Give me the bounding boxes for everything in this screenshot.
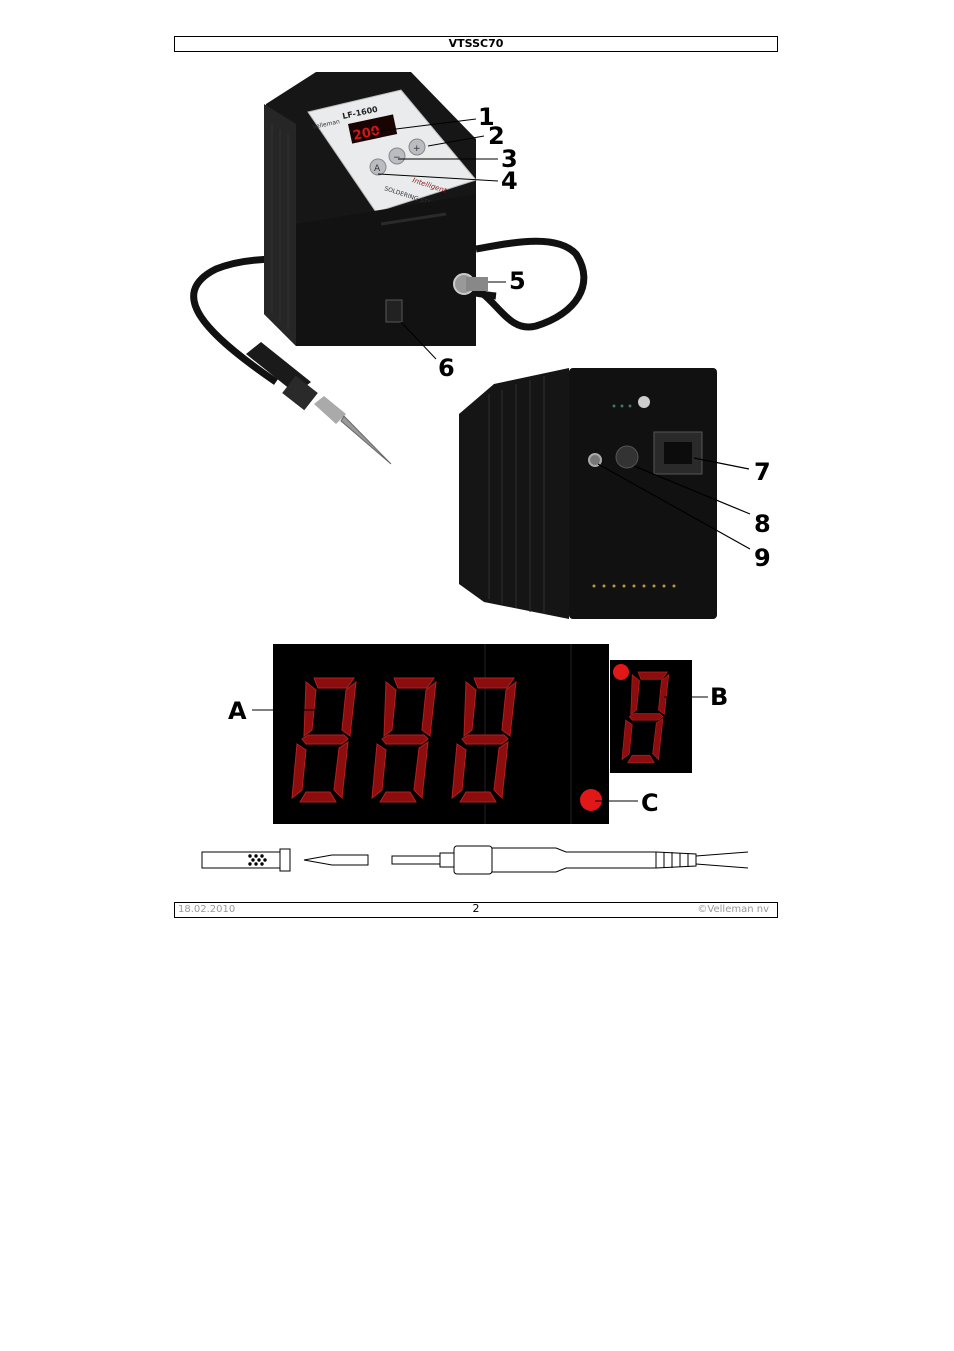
- front-station-figure: Velleman LF-1600 200 A − + Intelligent S…: [190, 72, 588, 465]
- svg-text:−: −: [393, 153, 401, 163]
- callout-B: B: [710, 683, 728, 711]
- connector-cable: [464, 237, 588, 331]
- callout-7: 7: [754, 458, 771, 486]
- solder-tip-drawing: [303, 854, 369, 866]
- callout-A: A: [228, 697, 247, 725]
- rear-station-figure: 7 8 9: [459, 368, 771, 619]
- display-leader-lines: [252, 696, 708, 802]
- heating-sleeve-drawing: [201, 848, 291, 872]
- front-leader-lines: [371, 118, 506, 360]
- ground-screw: [638, 396, 650, 408]
- iron-handle-drawing: [391, 845, 749, 875]
- rear-leader-lines: [597, 457, 751, 550]
- callout-5: 5: [509, 267, 526, 295]
- callout-8: 8: [754, 510, 771, 538]
- svg-text:A: A: [374, 164, 381, 174]
- iron-parts-figure: [201, 845, 749, 875]
- page-header: VTSSC70: [174, 36, 778, 52]
- callout-1: 1: [478, 103, 495, 131]
- document-title: VTSSC70: [448, 37, 504, 50]
- down-button: [388, 147, 406, 165]
- display-readout: 200: [352, 124, 382, 144]
- callout-3: 3: [501, 145, 518, 173]
- callout-4: 4: [501, 167, 518, 195]
- rear-panel: [569, 368, 717, 619]
- callout-9: 9: [754, 544, 771, 572]
- page-number: 2: [472, 902, 480, 915]
- fuse-holder: [615, 445, 639, 469]
- unit-indicator-dot: [613, 664, 629, 680]
- power-switch: [385, 299, 403, 323]
- display-figure: A B C: [228, 644, 728, 824]
- temperature-display: [348, 114, 398, 144]
- mode-button: [369, 158, 387, 176]
- callout-6: 6: [438, 354, 455, 382]
- page-footer: 18.02.2010 2 ©Velleman nv: [174, 902, 778, 918]
- soldering-iron: [246, 342, 392, 465]
- calibration-port: [588, 453, 602, 467]
- svg-text:+: +: [413, 144, 421, 154]
- footer-copyright: ©Velleman nv: [697, 904, 769, 915]
- heating-indicator-dot: [580, 789, 602, 811]
- up-button: [408, 138, 426, 156]
- callout-2: 2: [488, 122, 505, 150]
- rear-body: [459, 368, 569, 619]
- callout-C: C: [641, 789, 659, 817]
- footer-date: 18.02.2010: [178, 904, 236, 915]
